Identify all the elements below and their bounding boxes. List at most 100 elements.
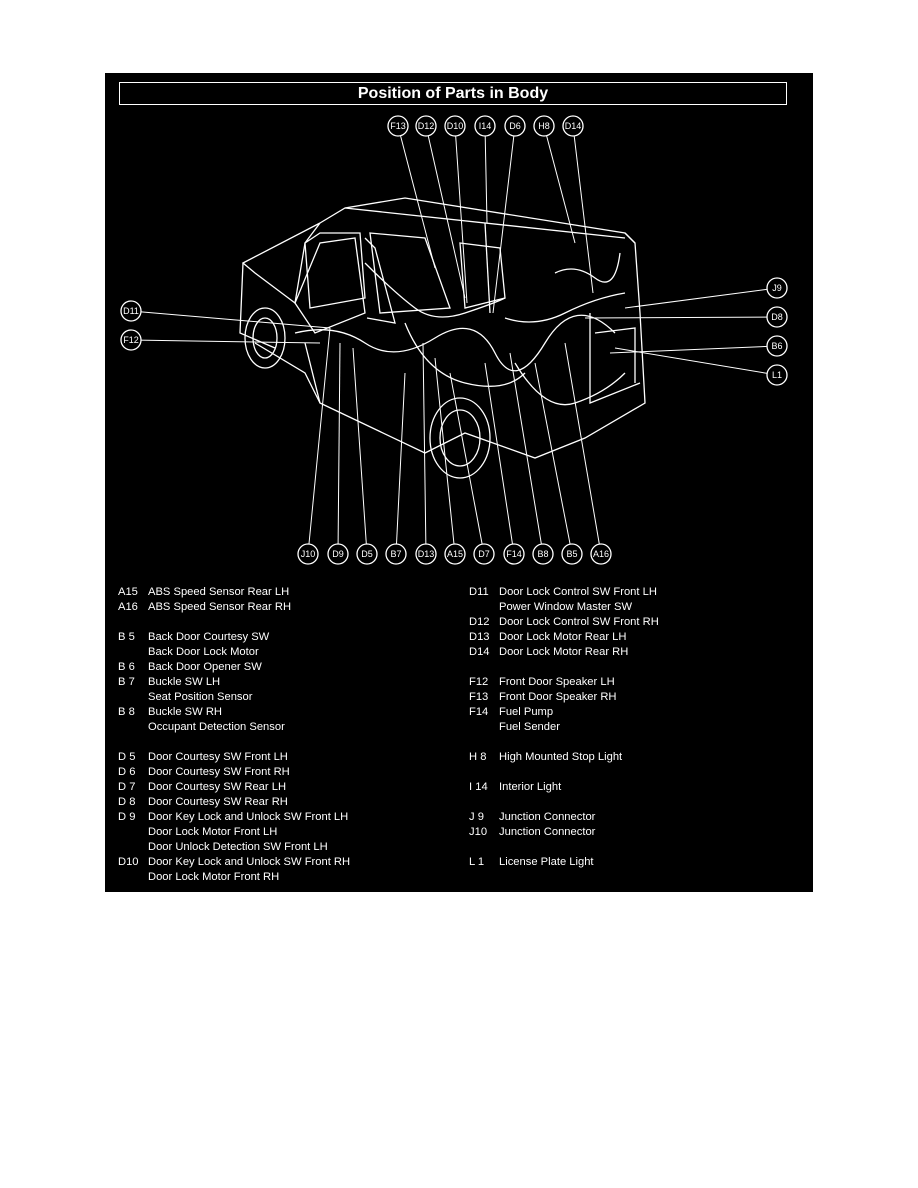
callout-label: F14 xyxy=(506,549,522,559)
leader-line xyxy=(434,357,456,555)
callout-d10: D10 xyxy=(444,115,468,304)
callout-f14: F14 xyxy=(484,362,525,565)
part-name: Door Lock Motor Rear LH xyxy=(499,631,627,643)
part-code: D 8 xyxy=(118,796,136,808)
leader-line xyxy=(614,347,778,376)
callout-label: L1 xyxy=(772,370,782,380)
callout-b8: B8 xyxy=(509,352,554,565)
part-name: Back Door Courtesy SW xyxy=(148,631,270,643)
callout-circle xyxy=(561,543,583,565)
page-title: Position of Parts in Body xyxy=(119,82,787,105)
callout-circle xyxy=(297,543,319,565)
part-name: Fuel Sender xyxy=(499,721,560,733)
leader-line xyxy=(449,372,485,555)
callout-circle xyxy=(120,300,142,322)
part-name: Buckle SW LH xyxy=(148,676,221,688)
callout-label: D7 xyxy=(478,549,490,559)
callout-circle xyxy=(766,335,788,357)
leader-line xyxy=(609,345,778,354)
part-name: License Plate Light xyxy=(499,856,594,868)
callout-label: J10 xyxy=(301,549,316,559)
part-code: H 8 xyxy=(469,751,487,763)
leader-line xyxy=(543,125,576,244)
callout-label: H8 xyxy=(538,121,550,131)
part-code: D 9 xyxy=(118,811,136,823)
callout-i14: I14 xyxy=(474,115,496,224)
callout-b6: B6 xyxy=(609,335,788,357)
callout-label: D8 xyxy=(771,312,783,322)
callout-label: D5 xyxy=(361,549,373,559)
part-code: L 1 xyxy=(469,856,485,868)
part-code: F14 xyxy=(469,706,489,718)
part-name: Back Door Opener SW xyxy=(148,661,262,673)
callout-label: D11 xyxy=(123,306,139,316)
callout-label: D12 xyxy=(418,121,435,131)
leader-line xyxy=(395,372,406,555)
callout-label: A15 xyxy=(447,549,463,559)
part-code: A16 xyxy=(118,601,138,613)
callout-circle xyxy=(385,543,407,565)
part-name: Fuel Pump xyxy=(499,706,554,718)
part-code: D 6 xyxy=(118,766,136,778)
callout-d12: D12 xyxy=(415,115,466,299)
part-code: B 7 xyxy=(118,676,135,688)
callout-d11: D11 xyxy=(120,300,331,329)
part-code: D 5 xyxy=(118,751,136,763)
leader-line xyxy=(337,342,341,555)
callout-b7: B7 xyxy=(385,372,407,565)
part-code: B 5 xyxy=(118,631,135,643)
callout-h8: H8 xyxy=(533,115,576,244)
part-name: Door Key Lock and Unlock SW Front LH xyxy=(148,811,349,823)
part-name: High Mounted Stop Light xyxy=(499,751,623,763)
callout-circle xyxy=(327,543,349,565)
part-code: B 6 xyxy=(118,661,135,673)
callout-d13: D13 xyxy=(415,342,437,565)
leader-line xyxy=(397,125,436,269)
callout-circle xyxy=(120,329,142,351)
part-name: Door Courtesy SW Rear LH xyxy=(148,781,287,793)
part-name: Door Lock Control SW Front RH xyxy=(499,616,659,628)
callout-j9: J9 xyxy=(624,277,788,309)
part-code: F13 xyxy=(469,691,489,703)
part-name: Door Courtesy SW Front LH xyxy=(148,751,288,763)
callout-label: D14 xyxy=(565,121,582,131)
part-name: ABS Speed Sensor Rear LH xyxy=(148,586,290,598)
part-name: Door Lock Control SW Front LH xyxy=(499,586,657,598)
part-code: B 8 xyxy=(118,706,135,718)
callout-a16: A16 xyxy=(564,342,612,565)
part-code: D12 xyxy=(469,616,490,628)
callout-circle xyxy=(415,543,437,565)
part-code: D14 xyxy=(469,646,490,658)
leader-line xyxy=(492,125,516,314)
part-name: Door Key Lock and Unlock SW Front RH xyxy=(148,856,351,868)
callout-label: D10 xyxy=(447,121,464,131)
leader-line xyxy=(484,125,488,224)
part-name: Power Window Master SW xyxy=(499,601,633,613)
callout-label: B7 xyxy=(390,549,401,559)
part-name: Buckle SW RH xyxy=(148,706,222,718)
callout-circle xyxy=(387,115,409,137)
leader-line xyxy=(509,352,544,555)
part-name: Junction Connector xyxy=(499,811,596,823)
callout-d9: D9 xyxy=(327,342,349,565)
callout-label: F13 xyxy=(390,121,406,131)
part-name: Door Courtesy SW Rear RH xyxy=(148,796,288,808)
callout-label: A16 xyxy=(593,549,609,559)
part-name: Interior Light xyxy=(499,781,562,793)
callout-label: D9 xyxy=(332,549,344,559)
part-code: D 7 xyxy=(118,781,136,793)
leader-line xyxy=(584,316,778,319)
callout-circle xyxy=(532,543,554,565)
leader-line xyxy=(624,287,778,309)
part-code: D11 xyxy=(469,586,489,598)
leader-line xyxy=(454,125,468,304)
part-name: Junction Connector xyxy=(499,826,596,838)
part-code: D10 xyxy=(118,856,139,868)
callout-circle xyxy=(562,115,584,137)
leader-line xyxy=(534,362,573,555)
callout-f13: F13 xyxy=(387,115,436,269)
callout-d5: D5 xyxy=(352,347,378,565)
part-name: ABS Speed Sensor Rear RH xyxy=(148,601,292,613)
callout-a15: A15 xyxy=(434,357,466,565)
